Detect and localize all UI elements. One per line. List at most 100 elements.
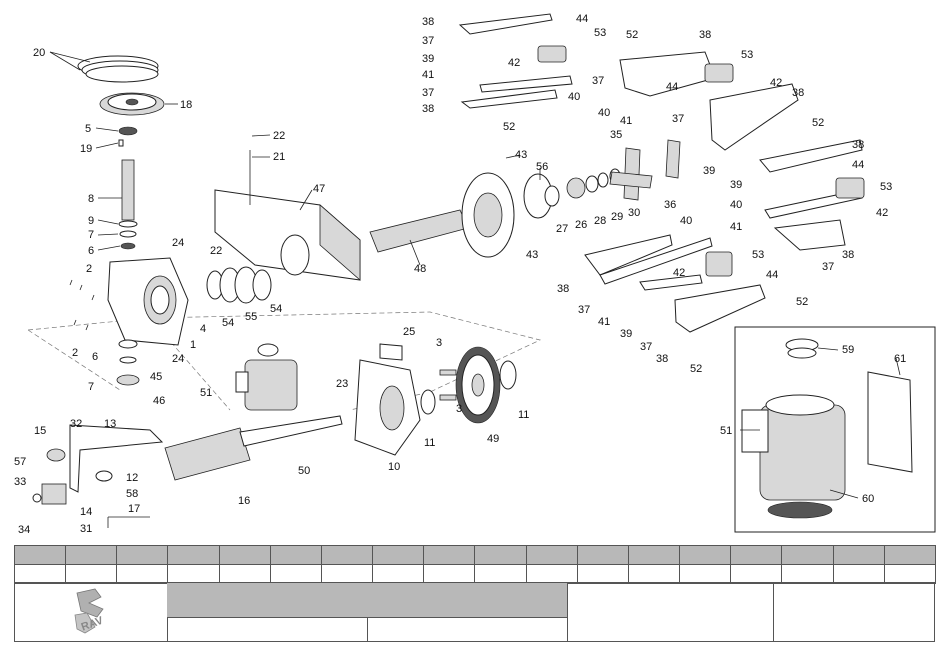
rav-logo-icon: RAV (74, 588, 105, 634)
callout-24a: 24 (172, 237, 184, 249)
callout-52c: 52 (812, 117, 824, 129)
callout-42b: 42 (770, 77, 782, 89)
callout-41a: 41 (422, 69, 434, 81)
callout-52b: 52 (626, 29, 638, 41)
callout-37c: 37 (592, 75, 604, 87)
callout-47: 47 (313, 183, 325, 195)
grid-cell (372, 564, 425, 584)
callout-57: 57 (14, 456, 26, 468)
title-band (167, 583, 568, 618)
callout-56: 56 (536, 161, 548, 173)
callout-8: 8 (88, 193, 94, 205)
callout-39b: 39 (422, 53, 434, 65)
callout-2a: 2 (86, 263, 92, 275)
shaft-stack (118, 126, 138, 250)
callout-40b: 40 (598, 107, 610, 119)
callout-41c: 41 (730, 221, 742, 233)
grid-cell (627, 545, 681, 565)
callout-37e: 37 (822, 261, 834, 273)
callout-55: 55 (245, 311, 257, 323)
grid-cell (730, 545, 783, 565)
callout-29: 29 (611, 211, 623, 223)
grid-cell (65, 564, 118, 584)
callout-1: 1 (190, 339, 196, 351)
callout-16: 16 (238, 495, 250, 507)
grid-cell (320, 564, 374, 584)
grid-cell (525, 564, 578, 584)
callout-40d: 40 (680, 215, 692, 227)
grid-cell (269, 545, 322, 565)
callout-4: 4 (200, 323, 206, 335)
grid-cell (269, 564, 322, 584)
main-shaft (369, 172, 515, 258)
callout-36: 36 (664, 199, 676, 211)
grid-cell (730, 564, 783, 584)
grid-cell (474, 545, 527, 565)
callout-27: 27 (556, 223, 568, 235)
gearbox (214, 150, 361, 281)
callout-22b: 22 (210, 245, 222, 257)
grid-cell (883, 564, 937, 584)
parts-grid (13, 545, 937, 584)
callout-13: 13 (104, 418, 116, 430)
callout-31: 31 (80, 523, 92, 535)
callout-20: 20 (33, 47, 45, 59)
bracket-arms (458, 13, 863, 333)
callout-51a: 51 (200, 387, 212, 399)
callout-15: 15 (34, 425, 46, 437)
title-sub-cell-1 (167, 617, 368, 641)
grid-cell (372, 545, 425, 565)
grid-cell (13, 545, 67, 565)
callout-21: 21 (273, 151, 285, 163)
grid-cell (65, 545, 118, 565)
callout-37b: 37 (422, 87, 434, 99)
callout-3a: 3 (436, 337, 442, 349)
callout-59: 59 (842, 344, 854, 356)
grid-cell (320, 545, 374, 565)
callout-10: 10 (388, 461, 400, 473)
callout-19: 19 (80, 143, 92, 155)
callout-24b: 24 (172, 353, 184, 365)
grid-cell (116, 564, 169, 584)
pulley (99, 92, 165, 116)
callout-43a: 43 (515, 149, 527, 161)
callout-22a: 22 (273, 130, 285, 142)
callout-38c: 38 (699, 29, 711, 41)
grid-cell (218, 545, 271, 565)
grid-cell (474, 564, 527, 584)
grid-cell (423, 564, 476, 584)
grid-cell (781, 564, 834, 584)
callout-7b: 7 (88, 381, 94, 393)
info-cell-1 (567, 583, 774, 641)
callout-52d: 52 (690, 363, 702, 375)
callout-39a: 39 (703, 165, 715, 177)
callout-18: 18 (180, 99, 192, 111)
callout-11a: 11 (424, 437, 435, 449)
callout-38e: 38 (852, 139, 864, 151)
callout-58: 58 (126, 488, 138, 500)
grid-cell (167, 545, 220, 565)
callout-23: 23 (336, 378, 348, 390)
callout-34: 34 (18, 524, 30, 536)
callout-6b: 6 (92, 351, 98, 363)
callout-26: 26 (575, 219, 587, 231)
callout-48: 48 (414, 263, 426, 275)
callout-2b: 2 (72, 347, 78, 359)
callout-30: 30 (628, 207, 640, 219)
grid-cell (679, 545, 732, 565)
callout-51b: 51 (720, 425, 732, 437)
callout-49: 49 (487, 433, 499, 445)
logo-cell: RAV (15, 583, 168, 641)
callout-42a: 42 (508, 57, 520, 69)
callout-54a: 54 (222, 317, 234, 329)
callout-37f: 37 (578, 304, 590, 316)
callout-38h: 38 (656, 353, 668, 365)
callout-17: 17 (128, 503, 140, 515)
callout-37d: 37 (672, 113, 684, 125)
callout-53d: 53 (752, 249, 764, 261)
callout-38f: 38 (842, 249, 854, 261)
callout-60: 60 (862, 493, 874, 505)
grid-cell (218, 564, 271, 584)
callout-32: 32 (70, 418, 82, 430)
callout-53b: 53 (741, 49, 753, 61)
